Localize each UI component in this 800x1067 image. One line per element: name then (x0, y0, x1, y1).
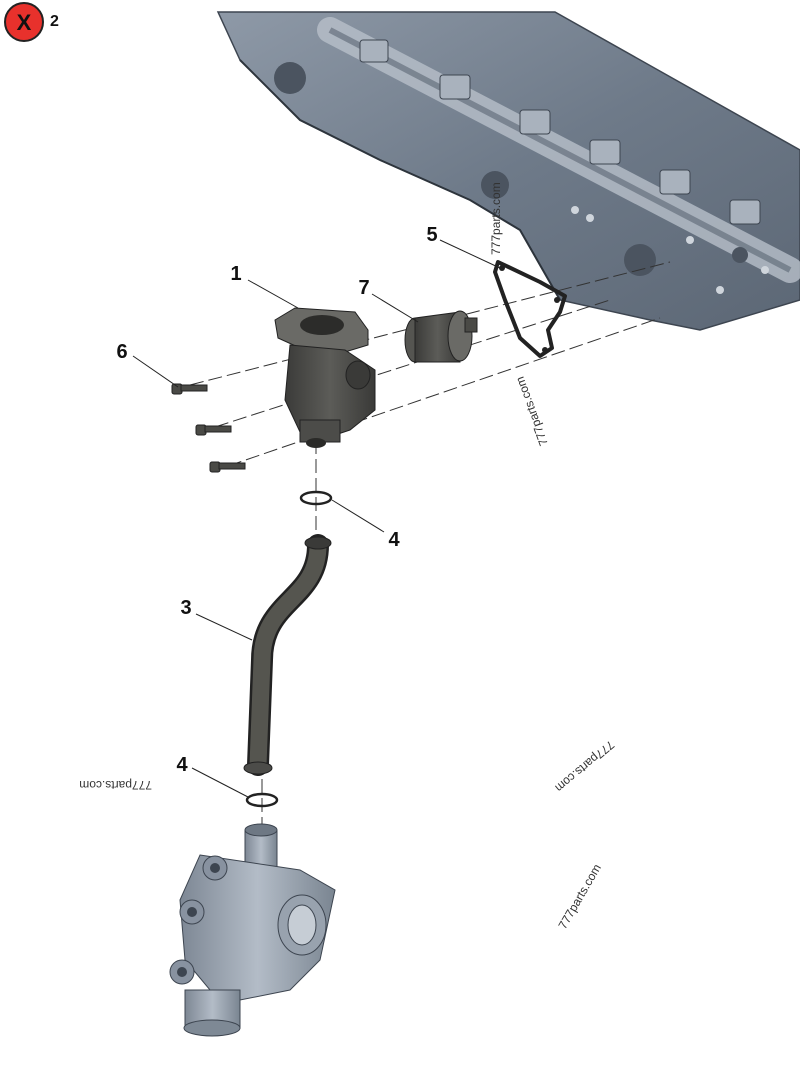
callout-6: 6 (116, 341, 127, 363)
o-ring-upper[interactable] (299, 490, 333, 506)
thermostat-housing[interactable] (274, 307, 376, 448)
callout-5: 5 (426, 224, 437, 246)
watermark-1: 777parts.com (489, 182, 503, 255)
badge-circle (4, 2, 44, 42)
callout-3: 3 (180, 597, 191, 619)
callout-7: 7 (358, 277, 369, 299)
watermark-5: 777parts.com (555, 862, 603, 932)
bolt-1[interactable] (171, 383, 208, 395)
badge-symbol: X (17, 10, 32, 35)
bolts[interactable] (171, 383, 246, 473)
leader-lines (132, 239, 501, 798)
callout-4-lower: 4 (176, 754, 188, 776)
cylinder-head-casting (216, 11, 800, 331)
callout-1: 1 (230, 263, 241, 285)
o-ring-lower[interactable] (245, 792, 279, 808)
watermark-3: 777parts.com (79, 778, 152, 792)
bolt-2[interactable] (195, 424, 232, 436)
bolt-3[interactable] (209, 461, 246, 473)
thermostat[interactable] (404, 310, 478, 363)
callout-4-upper: 4 (388, 529, 400, 551)
gasket[interactable] (493, 260, 567, 358)
inlet-housing[interactable] (169, 823, 336, 1037)
watermark-4: 777parts.com (552, 738, 617, 795)
watermark-2: 777parts.com (513, 375, 551, 448)
coolant-pipe[interactable] (243, 534, 332, 776)
status-badge[interactable]: X 2 (4, 2, 59, 42)
badge-count: 2 (50, 13, 59, 30)
